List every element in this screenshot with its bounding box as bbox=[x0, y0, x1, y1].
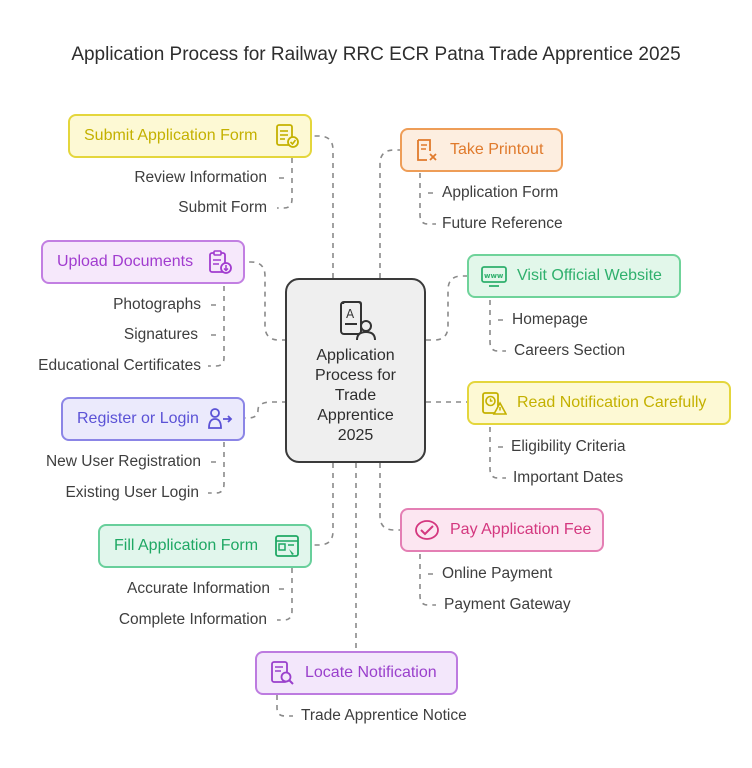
center-label: Application Process for Trade Apprentice… bbox=[315, 347, 396, 444]
subitem-photographs: Photographs bbox=[113, 296, 201, 313]
subitem-existing-user-login: Existing User Login bbox=[65, 484, 199, 501]
connector-submit bbox=[311, 135, 334, 278]
node-read-notification-carefully: Read Notification Carefully bbox=[467, 381, 731, 425]
bracket-locate bbox=[276, 695, 293, 717]
application-form-user-icon: A bbox=[337, 300, 377, 347]
subitem-review-information: Review Information bbox=[134, 169, 267, 186]
connector-website bbox=[426, 275, 467, 341]
document-search-icon bbox=[269, 660, 295, 686]
svg-text:A: A bbox=[346, 307, 355, 321]
subitem-new-user-registration: New User Registration bbox=[45, 453, 201, 470]
node-submit-application-form: Submit Application Form bbox=[68, 114, 312, 158]
bracket-notification bbox=[489, 427, 506, 479]
node-label: Visit Official Website bbox=[517, 267, 662, 284]
connector-fill bbox=[312, 463, 334, 546]
bracket-fee bbox=[419, 554, 436, 606]
subitem-accurate-information: Accurate Information bbox=[126, 580, 270, 597]
subitem-payment-gateway: Payment Gateway bbox=[444, 596, 571, 613]
node-register-or-login: Register or Login bbox=[61, 397, 245, 441]
node-take-printout: Take Printout bbox=[400, 128, 563, 172]
bracket-register bbox=[208, 442, 225, 494]
node-label: Pay Application Fee bbox=[450, 521, 592, 538]
clipboard-download-icon bbox=[207, 249, 233, 275]
bracket-submit bbox=[277, 158, 293, 209]
node-visit-official-website: www Visit Official Website bbox=[467, 254, 681, 298]
subitem-careers-section: Careers Section bbox=[514, 342, 626, 359]
clock-warning-icon bbox=[481, 390, 508, 416]
subitem-educational-certificates: Educational Certificates bbox=[38, 357, 201, 374]
payment-check-icon bbox=[414, 517, 440, 543]
connector-fee bbox=[379, 463, 400, 531]
user-login-icon bbox=[207, 406, 233, 432]
svg-text:www: www bbox=[484, 272, 504, 280]
node-label: Submit Application Form bbox=[84, 127, 258, 144]
subitem-trade-apprentice-notice: Trade Apprentice Notice bbox=[301, 707, 467, 724]
node-label: Register or Login bbox=[77, 410, 199, 427]
node-label: Take Printout bbox=[450, 141, 544, 158]
subitem-future-reference: Future Reference bbox=[442, 215, 563, 232]
subitem-important-dates: Important Dates bbox=[513, 469, 624, 486]
document-x-icon bbox=[414, 137, 440, 163]
bracket-upload bbox=[208, 286, 225, 367]
subitem-eligibility-criteria: Eligibility Criteria bbox=[511, 438, 626, 455]
node-label: Upload Documents bbox=[57, 253, 194, 270]
subitem-homepage: Homepage bbox=[512, 311, 588, 328]
subitem-submit-form: Submit Form bbox=[178, 199, 267, 216]
connector-register bbox=[245, 401, 287, 419]
node-label: Fill Application Form bbox=[114, 537, 259, 554]
node-fill-application-form: Fill Application Form bbox=[98, 524, 312, 568]
node-upload-documents: Upload Documents bbox=[41, 240, 245, 284]
node-pay-application-fee: Pay Application Fee bbox=[400, 508, 604, 552]
bracket-website bbox=[489, 300, 506, 352]
subitem-application-form: Application Form bbox=[442, 184, 559, 201]
connector-upload bbox=[245, 261, 287, 341]
form-check-icon bbox=[274, 123, 300, 149]
node-label: Read Notification Carefully bbox=[517, 394, 707, 411]
subitem-complete-information: Complete Information bbox=[118, 611, 267, 628]
diagram-title: Application Process for Railway RRC ECR … bbox=[71, 44, 681, 65]
center-node: A Application Process for Trade Apprenti… bbox=[285, 278, 426, 463]
bracket-printout bbox=[419, 173, 436, 225]
subitem-signatures: Signatures bbox=[123, 326, 198, 343]
www-monitor-icon: www bbox=[481, 263, 507, 289]
node-label: Locate Notification bbox=[305, 664, 437, 681]
node-locate-notification: Locate Notification bbox=[255, 651, 458, 695]
connector-printout bbox=[379, 149, 400, 278]
bracket-fill bbox=[277, 568, 293, 621]
form-fill-icon bbox=[274, 533, 300, 559]
subitem-online-payment: Online Payment bbox=[442, 565, 553, 582]
